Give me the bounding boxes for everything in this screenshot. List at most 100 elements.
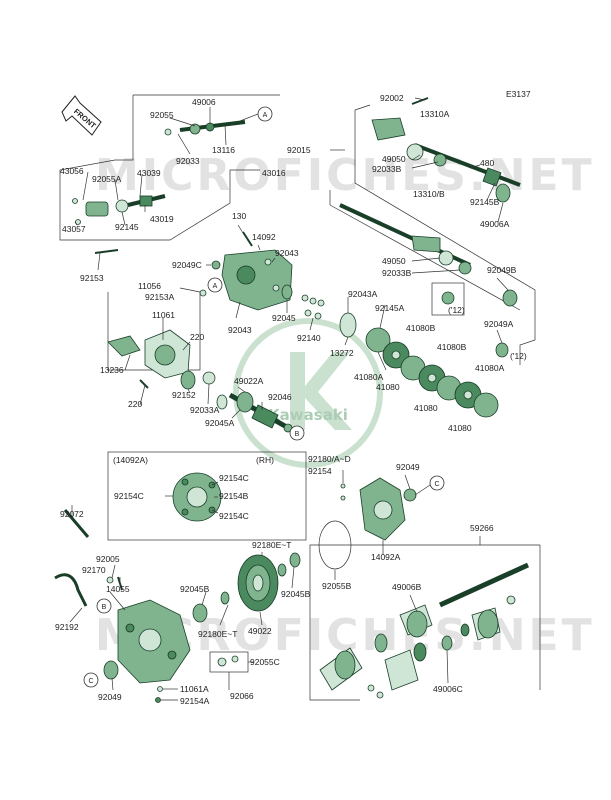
label-130: 130 (232, 211, 246, 221)
watermark-top: MICROFICHES.NET (95, 150, 595, 201)
bearings-92140 (301, 294, 325, 320)
label-49050-a: 49050 (382, 154, 406, 164)
label-14092: 14092 (252, 232, 276, 242)
label-13310b: 13310/B (413, 189, 445, 199)
ring-gear-49022 (192, 552, 301, 623)
logo-text: Kawasaki (268, 406, 348, 424)
label-49006a: 49006A (480, 219, 510, 229)
label-92153a: 92153A (145, 292, 175, 302)
label-92154c-2: 92154C (114, 491, 144, 501)
callout-b-low: B (102, 604, 107, 611)
label-92192: 92192 (55, 622, 79, 632)
bracket-lines (59, 94, 541, 701)
label-13236: 13236 (100, 365, 124, 375)
shaft-13116 (164, 120, 246, 136)
label-92045b-2: 92045B (281, 589, 311, 599)
label-92152: 92152 (172, 390, 196, 400)
label-49022: 49022 (248, 626, 272, 636)
carrier-14092a-box (172, 472, 222, 522)
callout-circles: A A B B C C (83, 106, 445, 688)
label-43039: 43039 (137, 168, 161, 178)
label-49050-b: 49050 (382, 256, 406, 266)
label-41080-2: 41080 (414, 403, 438, 413)
label-92033b-b: 92033B (382, 268, 412, 278)
label-92180et-2: 92180E~T (198, 629, 237, 639)
part-labels: 92055 49006 92033 13116 43056 92055A 430… (55, 93, 527, 706)
label-11056: 11056 (138, 281, 161, 291)
label-11061: 11061 (152, 310, 175, 320)
housing-14092 (199, 231, 293, 311)
label-92170: 92170 (82, 565, 106, 575)
label-92049a: 92049A (484, 319, 514, 329)
pinion-92046 (216, 391, 294, 433)
label-92154b: 92154B (219, 491, 249, 501)
label-43057: 43057 (62, 224, 86, 234)
label-92145a: 92145A (375, 303, 405, 313)
front-arrow-icon: FRONT (61, 95, 102, 136)
label-box-14092a: (14092A) (113, 455, 148, 465)
label-92154a: 92154A (180, 696, 210, 706)
callout-c-right: C (434, 481, 439, 488)
label-92066: 92066 (230, 691, 254, 701)
label-43056: 43056 (60, 166, 84, 176)
label-49006c: 49006C (433, 684, 463, 694)
leader-lines (69, 97, 509, 701)
label-11061a: 11061A (180, 684, 209, 694)
shaft-13310a (371, 97, 521, 203)
label-box-rh: (RH) (256, 455, 274, 465)
label-41080b-1: 41080B (406, 323, 436, 333)
label-43016: 43016 (262, 168, 286, 178)
label-92045a: 92045A (205, 418, 235, 428)
label-92180et-1: 92180E~T (252, 540, 291, 550)
callout-c-left: C (88, 678, 93, 685)
housing-14055 (103, 599, 191, 703)
label-480: 480 (480, 158, 494, 168)
label-92145b: 92145B (470, 197, 500, 207)
label-92055a: 92055A (92, 174, 122, 184)
label-49006: 49006 (192, 97, 216, 107)
callout-a-mid: A (213, 283, 218, 290)
clutch-plates-41080 (339, 312, 499, 418)
gasket-92055b (318, 520, 352, 570)
label-41080a-1: 41080A (354, 372, 384, 382)
callout-a-top: A (263, 112, 268, 119)
label-92049-2: 92049 (98, 692, 122, 702)
carrier-14092a (340, 477, 417, 541)
label-92005: 92005 (96, 554, 120, 564)
label-92033b-a: 92033B (372, 164, 402, 174)
label-49022a: 49022A (234, 376, 264, 386)
label-41080a-2: 41080A (475, 363, 505, 373)
label-12-b: ('12) (510, 351, 527, 361)
label-92033a: 92033A (190, 405, 220, 415)
label-92140: 92140 (297, 333, 321, 343)
label-92153: 92153 (80, 273, 104, 283)
label-92049: 92049 (396, 462, 420, 472)
label-92046: 92046 (268, 392, 292, 402)
label-92072: 92072 (60, 509, 84, 519)
driveshaft-59266 (319, 562, 530, 699)
label-92043-b: 92043 (228, 325, 252, 335)
label-92154c-1: 92154C (219, 473, 249, 483)
label-92045b-1: 92045B (180, 584, 210, 594)
label-43019: 43019 (150, 214, 174, 224)
label-59266: 59266 (470, 523, 494, 533)
label-92154: 92154 (308, 466, 332, 476)
label-12-a: ('12) (448, 305, 465, 315)
label-92055b: 92055B (322, 581, 352, 591)
breather-92005 (54, 573, 123, 607)
label-220-b: 220 (128, 399, 142, 409)
label-92043a: 92043A (348, 289, 378, 299)
joint-43016 (72, 194, 166, 225)
label-92055: 92055 (150, 110, 174, 120)
label-49006b: 49006B (392, 582, 422, 592)
cover-11061 (107, 329, 216, 390)
label-92015: 92015 (287, 145, 311, 155)
label-92043-a: 92043 (275, 248, 299, 258)
shaft-13310b (339, 203, 518, 358)
label-92049b: 92049B (487, 265, 517, 275)
label-41080b-2: 41080B (437, 342, 467, 352)
label-92145: 92145 (115, 222, 139, 232)
label-41080-3: 41080 (448, 423, 472, 433)
label-92055c: 92055C (250, 657, 280, 667)
